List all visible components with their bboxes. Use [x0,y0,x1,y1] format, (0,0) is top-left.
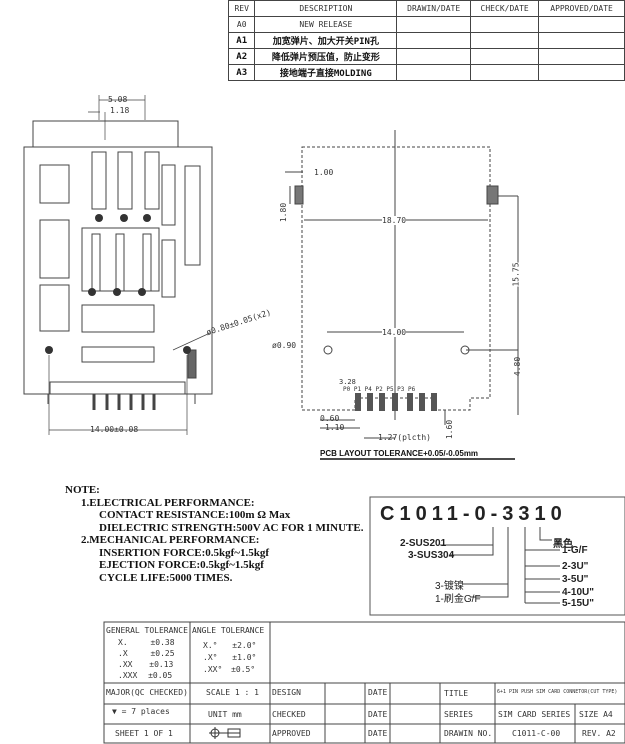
pcb-dim-160: 1.60 [445,419,455,440]
gold-option: 2-3U" [562,561,589,572]
note-item: 1.ELECTRICAL PERFORMANCE: [81,496,255,509]
title-label: TITLE [444,689,469,698]
pcb-dim-328: 3.28 [339,378,356,386]
color-option: 黑色 [553,539,573,550]
front-view-holes [45,214,191,354]
part-number-code: C1011-0-3310 [380,503,567,525]
pcb-dim-span: 18.70 [382,216,407,225]
pcb-dim-height: 15.75 [511,262,521,287]
title-block-lines [103,621,625,744]
general-tolerance-values: X. ±0.38 .X ±0.25 .XX ±0.13 .XXX ±0.05 [118,638,175,680]
sheet-label: SHEET 1 OF 1 [115,729,173,738]
desc-cell: 接地端子直接MOLDING [254,64,398,81]
gold-option: 1-G/F [562,545,588,556]
date-label: DATE [368,688,388,697]
drawing-no-label: DRAWIN NO. [444,729,493,738]
pcb-dim-holes: 14.00 [382,328,407,337]
rev-cell: A3 [227,64,256,81]
pcb-dim-110: 1.10 [325,423,345,432]
series-value: SIM CARD SERIES [498,710,571,719]
general-tolerance-label: GENERAL TOLERANCE [106,626,188,635]
checked-label: CHECKED [272,710,306,719]
plating-option: 1-刷金G/F [435,594,481,605]
pcb-pin-labels: P0 P1 P4 P2 P5 P3 P6 [343,386,416,393]
date-label: DATE [368,729,388,738]
design-label: DESIGN [272,688,301,697]
pcb-dim-bottom: 4.80 [513,356,523,377]
pcb-tolerance: PCB LAYOUT TOLERANCE+0.05/-0.05mm [320,449,479,458]
note-item: EJECTION FORCE:0.5kgf~1.5kgf [99,559,264,571]
drawing-title: 6+1 PIN PUSH SIM CARD CONNETOR(CUT TYPE) [497,689,618,695]
gold-option: 4-10U" [562,587,594,598]
pcb-dim-pad-w: 1.00 [314,168,334,177]
approved-label: APPROVED [272,729,311,738]
front-view [23,95,213,435]
notes-title: NOTE: [65,484,100,496]
dim-pitch: 5.08 [108,95,128,104]
unit-label: UNIT mm [208,710,242,719]
places-label: ▼ = 7 places [112,707,170,716]
angle-tolerance-label: ANGLE TOLERANCE [192,626,265,635]
pcb-layout [285,130,519,460]
pcb-dim-060: 0.60 [320,414,340,423]
date-label: DATE [368,710,388,719]
pcb-dim-hole-dia: ø0.90 [272,341,297,350]
note-item: CYCLE LIFE:5000 TIMES. [99,571,233,584]
size-value: SIZE A4 [579,710,613,719]
series-label: SERIES [444,710,473,719]
note-item: 2.MECHANICAL PERFORMANCE: [81,534,260,546]
dim-pin: 1.18 [110,106,130,115]
major-label: MAJOR(QC CHECKED) [106,688,188,697]
pcb-dim-pitch: 1.27(plcth) [378,433,431,442]
material-option: 2-SUS201 [400,538,447,549]
title-block-symbol [209,727,241,739]
angle-tolerance-values: X.° ±2.0° .X° ±1.0° .XX° ±0.5° [203,641,257,674]
dim-width: 14.00±0.08 [90,425,139,434]
note-item: CONTACT RESISTANCE:100m Ω Max [99,509,291,521]
part-number-leaders [369,496,625,616]
plating-option: 3-镀镍 [435,581,464,592]
gold-option: 5-15U" [562,598,594,609]
rev-value: REV. A2 [582,729,616,738]
scale-label: SCALE 1 : 1 [206,688,259,697]
material-option: 3-SUS304 [408,550,455,561]
notes: NOTE: 1.ELECTRICAL PERFORMANCE: CONTACT … [65,484,363,584]
rev-cell: A2 [227,48,256,65]
pcb-dim-pad-h: 1.80 [279,202,289,223]
drawing-no-value: C1011-C-00 [512,729,561,738]
gold-option: 3-5U" [562,574,589,585]
note-item: INSERTION FORCE:0.5kgf~1.5kgf [99,546,270,559]
note-item: DIELECTRIC STRENGTH:500V AC FOR 1 MINUTE… [99,521,364,534]
